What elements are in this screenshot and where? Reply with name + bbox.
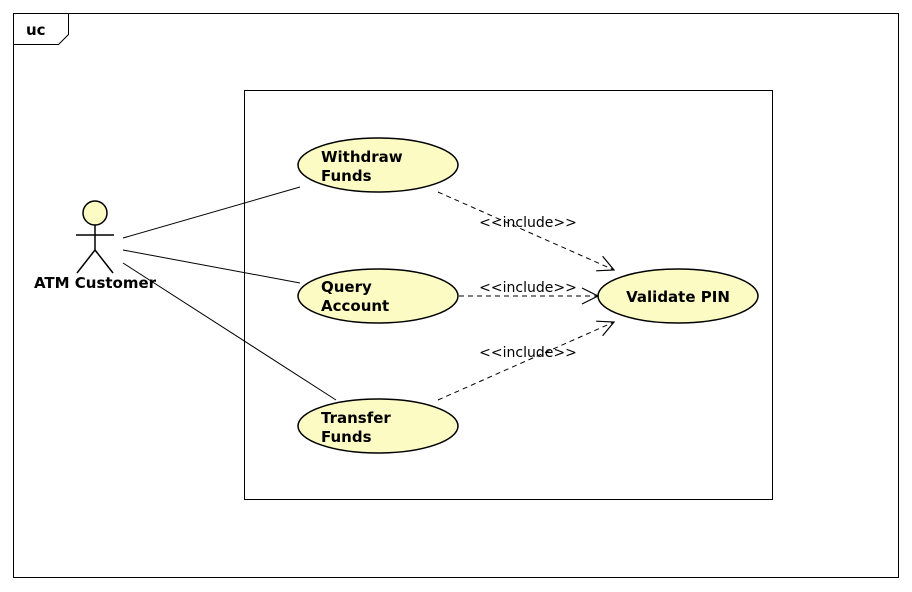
include-arrow-withdraw[interactable] (437, 191, 616, 272)
actor-name: ATM Customer (34, 274, 157, 292)
use-case-withdraw-funds[interactable]: Withdraw Funds (297, 137, 459, 193)
frame-tag-label: uc (26, 21, 46, 39)
use-case-withdraw-label-line1: Withdraw (321, 148, 403, 166)
association-withdraw[interactable] (122, 186, 301, 239)
association-query[interactable] (122, 249, 301, 284)
use-case-query-account[interactable]: Query Account (297, 268, 459, 324)
system-boundary (244, 90, 773, 500)
actor-head (82, 200, 108, 226)
use-case-validate-label: Validate PIN (626, 288, 730, 306)
use-case-query-label-line1: Query (321, 278, 372, 296)
use-case-transfer-label-line2: Funds (321, 428, 372, 446)
use-case-query-ellipse (297, 268, 459, 324)
association-transfer[interactable] (122, 262, 337, 401)
actor-right-leg (94, 249, 114, 274)
actor-left-leg (76, 249, 96, 274)
use-case-transfer-ellipse (297, 398, 459, 454)
actor-atm-customer[interactable] (76, 200, 114, 274)
use-case-query-label-line2: Account (321, 297, 389, 315)
frame-tag-box (13, 13, 69, 45)
use-case-withdraw-ellipse (297, 137, 459, 193)
include-label-transfer: <<include>> (479, 345, 577, 361)
include-label-query: <<include>> (479, 280, 577, 296)
use-case-validate-pin[interactable]: Validate PIN (597, 268, 759, 324)
use-case-transfer-funds[interactable]: Transfer Funds (297, 398, 459, 454)
use-case-withdraw-label-line2: Funds (321, 167, 372, 185)
use-case-validate-ellipse (597, 268, 759, 324)
include-label-withdraw: <<include>> (479, 215, 577, 231)
use-case-transfer-label-line1: Transfer (321, 409, 391, 427)
include-arrow-transfer[interactable] (437, 320, 616, 401)
diagram-frame (13, 13, 899, 578)
